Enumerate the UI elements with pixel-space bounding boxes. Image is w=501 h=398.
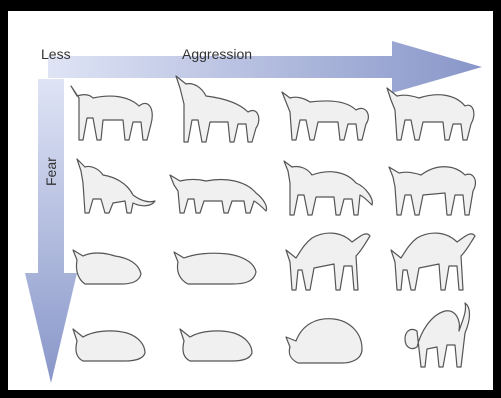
cat-standing-icon [282,92,368,140]
cat-crouching-icon [73,250,141,284]
cat-standing-icon [176,76,259,142]
cat-posture-diagram: Less Aggression Fear [8,11,493,390]
cat-arched-icon [405,303,470,367]
aggression-arrow [48,41,482,93]
cat-standing-icon [71,86,152,140]
cat-crouching-icon [174,252,256,284]
cat-standing-icon [170,175,267,213]
cat-grid [71,76,475,367]
cat-crouching-icon [73,329,145,361]
cat-arched-icon [286,233,370,290]
cat-standing-icon [284,161,372,215]
aggression-axis-label: Aggression [182,46,252,62]
fear-arrow [25,79,77,383]
cat-standing-icon [389,167,475,215]
diagram-panel: Less Aggression Fear [8,11,493,390]
cat-arched-icon [391,233,475,290]
corner-label-less: Less [41,46,71,62]
cat-crouching-icon [180,329,252,361]
cat-standing-icon [387,88,474,140]
fear-axis-label: Fear [43,157,59,186]
cat-sitting-icon [77,159,155,213]
cat-crouching-icon [286,319,362,363]
